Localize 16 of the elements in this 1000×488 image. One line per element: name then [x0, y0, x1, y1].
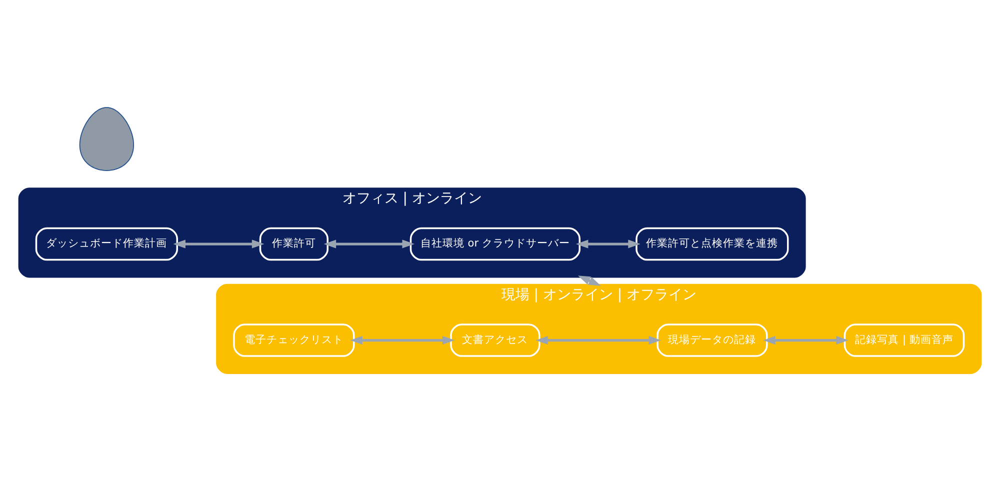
node-box: 作業許可と点検作業を連携 [636, 227, 789, 261]
node-person [79, 107, 134, 171]
node-box: 作業許可 [259, 227, 328, 261]
node-box: 自社環境 or クラウドサーバー [410, 227, 580, 261]
arrow [173, 240, 264, 248]
arrow [763, 336, 849, 345]
node-box: 文書アクセス [450, 324, 540, 357]
arrow [578, 276, 601, 286]
node-box: 記録写真 | 動画音声 [844, 324, 965, 357]
arrow [576, 240, 640, 248]
arrow [324, 240, 414, 248]
node-box: 電子チェックリスト [233, 324, 355, 357]
node-box: 現場データの記録 [656, 324, 768, 357]
node-box: ダッシュボード作業計画 [35, 227, 178, 261]
arrow [350, 336, 455, 345]
arrow [536, 336, 662, 345]
